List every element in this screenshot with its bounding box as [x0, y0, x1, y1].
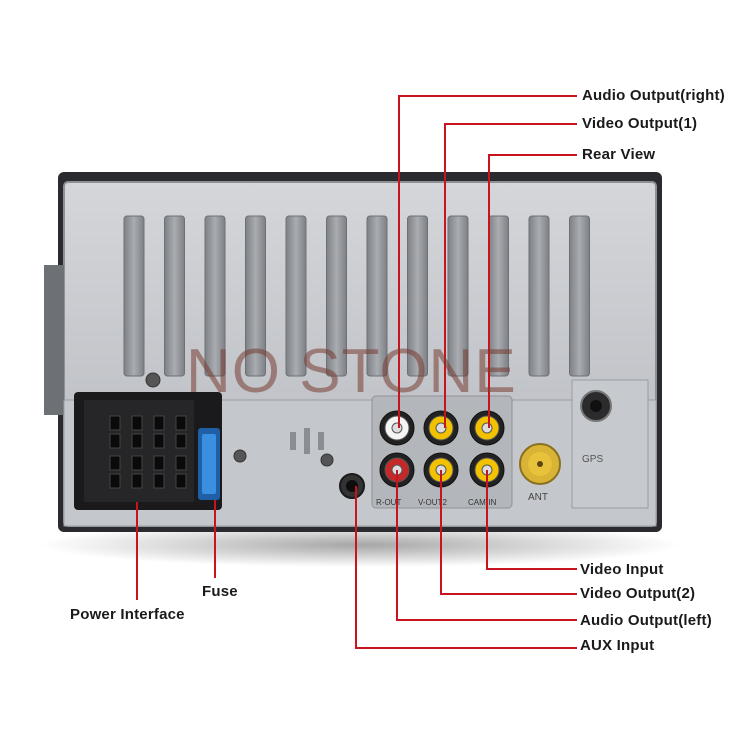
connector-pin — [153, 455, 165, 471]
callout-video-output-2 — [440, 470, 577, 595]
rca-jacks — [379, 410, 505, 488]
label-video-output-1: Video Output(1) — [582, 115, 698, 132]
vent-slots — [290, 428, 324, 454]
callout-video-input — [486, 470, 577, 570]
heat-sink-fin — [528, 215, 550, 377]
connector-pin — [175, 455, 187, 471]
label-video-input: Video Input — [580, 561, 664, 578]
label-fuse: Fuse — [202, 583, 238, 600]
heat-sink-fins — [123, 215, 590, 377]
connector-pin — [175, 433, 187, 449]
marking-cam-in: CAM-IN — [468, 498, 497, 507]
connector-pin — [153, 473, 165, 489]
connector-pin — [153, 433, 165, 449]
aux-jack — [339, 473, 365, 499]
heat-sink-fin — [407, 215, 428, 377]
connector-pin — [175, 473, 187, 489]
marking-r-out: R-OUT — [376, 498, 401, 507]
connector-pin — [109, 455, 121, 471]
rca-audio-right-pin — [391, 422, 403, 434]
label-aux-input: AUX Input — [580, 637, 655, 654]
heat-sink-fin — [164, 215, 185, 377]
heat-sink-fin — [569, 215, 590, 377]
label-rear-view: Rear View — [582, 146, 656, 163]
heat-sink-fin — [204, 215, 226, 377]
connector-pins — [109, 415, 187, 489]
side-bracket — [44, 265, 64, 415]
heat-sink-fin — [366, 215, 388, 377]
connector-pin — [175, 415, 187, 431]
watermark-text: NO STONE — [186, 337, 517, 406]
label-video-output-2: Video Output(2) — [580, 585, 696, 602]
heat-sink-fin — [285, 215, 307, 377]
gps-port — [571, 379, 649, 509]
connector-pin — [109, 415, 121, 431]
marking-v-out2: V-OUT2 — [418, 498, 447, 507]
callout-audio-output-right — [398, 95, 577, 428]
callout-aux-input — [355, 486, 577, 649]
fuse — [198, 428, 220, 500]
rca-rear-view-pin — [481, 422, 493, 434]
label-audio-output-left: Audio Output(left) — [580, 612, 712, 629]
callout-lines — [136, 95, 577, 649]
callout-rear-view — [488, 154, 577, 428]
heat-sink-fin — [326, 215, 347, 377]
connector-pin — [109, 473, 121, 489]
label-audio-output-right: Audio Output(right) — [582, 87, 725, 104]
callout-video-output-1 — [444, 123, 577, 428]
label-power-interface: Power Interface — [70, 606, 185, 623]
marking-ant: ANT — [528, 492, 548, 503]
connector-pin — [131, 473, 143, 489]
connector-pin — [131, 415, 143, 431]
heat-sink-fin — [245, 215, 266, 377]
connector-pin — [131, 455, 143, 471]
antenna-connector — [519, 443, 561, 485]
connector-pin — [153, 415, 165, 431]
callout-audio-output-left — [396, 470, 577, 621]
power-connector — [74, 392, 222, 510]
floor-shadow — [40, 523, 680, 567]
connector-pin — [109, 433, 121, 449]
heat-sink-fin — [447, 215, 469, 377]
marking-gps: GPS — [582, 454, 603, 465]
connector-pin — [131, 433, 143, 449]
heat-sink-fin — [123, 215, 145, 377]
